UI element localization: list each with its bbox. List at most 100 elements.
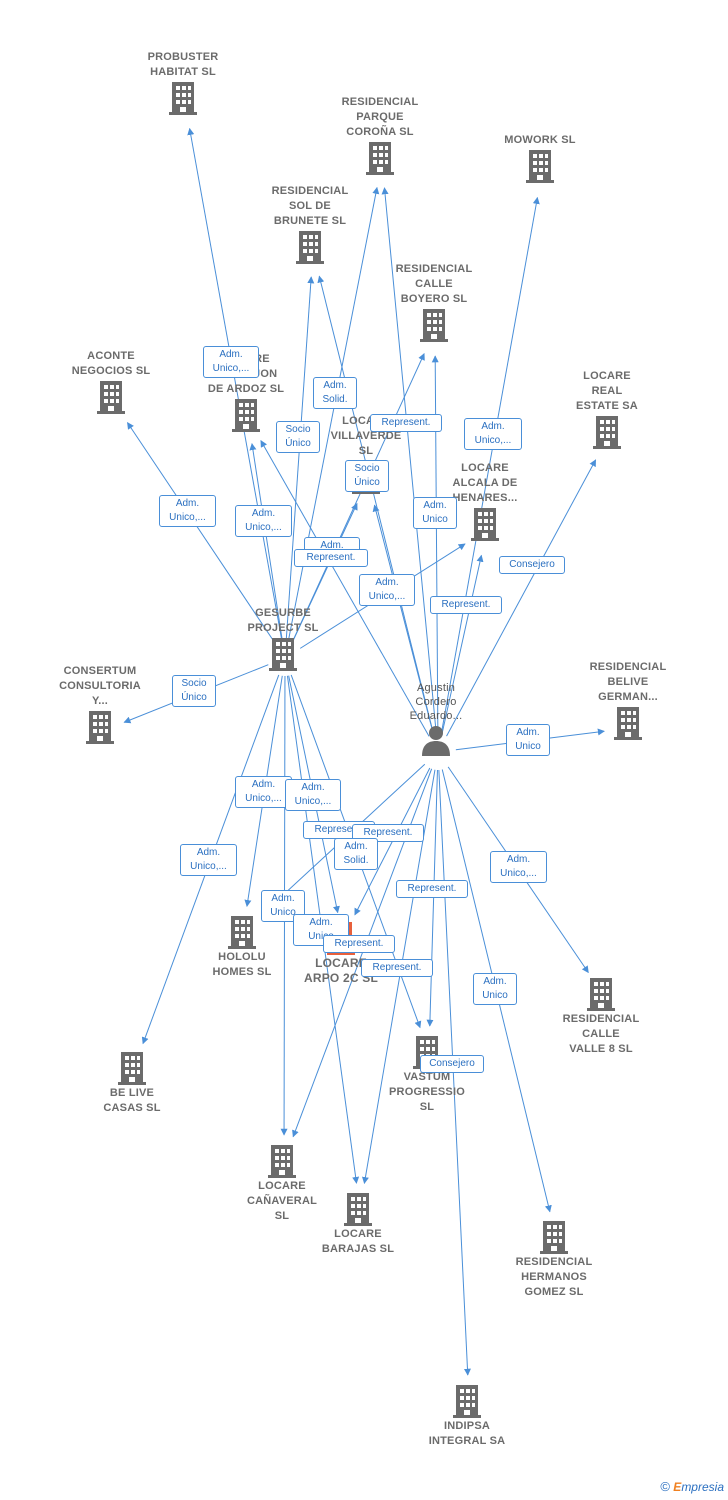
relation-label[interactable]: Adm.Unico,... bbox=[180, 844, 237, 876]
node-mowork[interactable]: MOWORK SL bbox=[480, 133, 600, 184]
building-icon bbox=[232, 399, 260, 432]
relation-label[interactable]: Adm.Unico bbox=[413, 497, 457, 529]
edge-gesurbe-probuster bbox=[187, 127, 283, 641]
node-label: MOWORK SL bbox=[504, 134, 576, 146]
building-icon bbox=[228, 916, 256, 949]
relation-label[interactable]: Consejero bbox=[420, 1055, 484, 1073]
relation-label[interactable]: Adm.Solid. bbox=[334, 838, 378, 870]
relation-label[interactable]: Adm.Unico,... bbox=[203, 346, 259, 378]
relation-label[interactable]: Adm.Unico,... bbox=[464, 418, 522, 450]
building-icon bbox=[587, 978, 615, 1011]
edge-gesurbe-aconte bbox=[127, 422, 276, 644]
relation-label[interactable]: Adm.Unico,... bbox=[159, 495, 216, 527]
building-icon bbox=[344, 1193, 372, 1226]
relation-label[interactable]: Adm.Solid. bbox=[313, 377, 357, 409]
relation-label[interactable]: Adm.Unico,... bbox=[235, 776, 292, 808]
edge-agustin-boyero bbox=[431, 355, 439, 735]
building-icon bbox=[296, 231, 324, 264]
edge-gesurbe-villaverde bbox=[292, 502, 358, 642]
edge-agustin-real bbox=[446, 459, 597, 737]
edge-agustin-villaverde bbox=[372, 504, 434, 735]
building-icon bbox=[169, 82, 197, 115]
relation-label[interactable]: Adm.Unico,... bbox=[490, 851, 547, 883]
building-icon bbox=[118, 1052, 146, 1085]
relation-label[interactable]: Adm.Unico,... bbox=[285, 779, 341, 811]
building-icon bbox=[471, 508, 499, 541]
edge-agustin-alcala bbox=[441, 554, 484, 735]
building-icon bbox=[366, 142, 394, 175]
building-icon bbox=[97, 381, 125, 414]
building-icon bbox=[614, 707, 642, 740]
building-icon bbox=[420, 309, 448, 342]
building-icon bbox=[453, 1385, 481, 1418]
empresia-credit[interactable]: © Empresia bbox=[660, 1479, 724, 1494]
relation-label[interactable]: Represent. bbox=[352, 824, 424, 842]
relation-label[interactable]: Adm.Unico bbox=[473, 973, 517, 1005]
edge-gesurbe-brunete bbox=[285, 276, 315, 641]
relation-label[interactable]: Represent. bbox=[361, 959, 433, 977]
relation-label[interactable]: Adm.Unico,... bbox=[359, 574, 415, 606]
relation-label[interactable]: Represent. bbox=[323, 935, 395, 953]
building-icon bbox=[268, 1145, 296, 1178]
edge-agustin-mowork bbox=[440, 196, 540, 735]
building-icon bbox=[593, 416, 621, 449]
relation-label[interactable]: Consejero bbox=[499, 556, 565, 574]
relation-label[interactable]: Adm.Unico,... bbox=[235, 505, 292, 537]
relation-label[interactable]: Represent. bbox=[370, 414, 442, 432]
edge-agustin-parque bbox=[381, 187, 437, 735]
relation-label[interactable]: Represent. bbox=[396, 880, 468, 898]
relation-label[interactable]: Represent. bbox=[430, 596, 502, 614]
building-icon bbox=[540, 1221, 568, 1254]
edge-gesurbe-boyero bbox=[292, 353, 425, 642]
edge-agustin-ardoz bbox=[260, 439, 430, 737]
edge-agustin-vastum bbox=[426, 769, 438, 1027]
relation-label[interactable]: Represent. bbox=[294, 549, 368, 567]
person-icon bbox=[422, 726, 450, 756]
edge-gesurbe-ardoz bbox=[249, 443, 283, 641]
relation-label[interactable]: Adm.Unico bbox=[506, 724, 550, 756]
